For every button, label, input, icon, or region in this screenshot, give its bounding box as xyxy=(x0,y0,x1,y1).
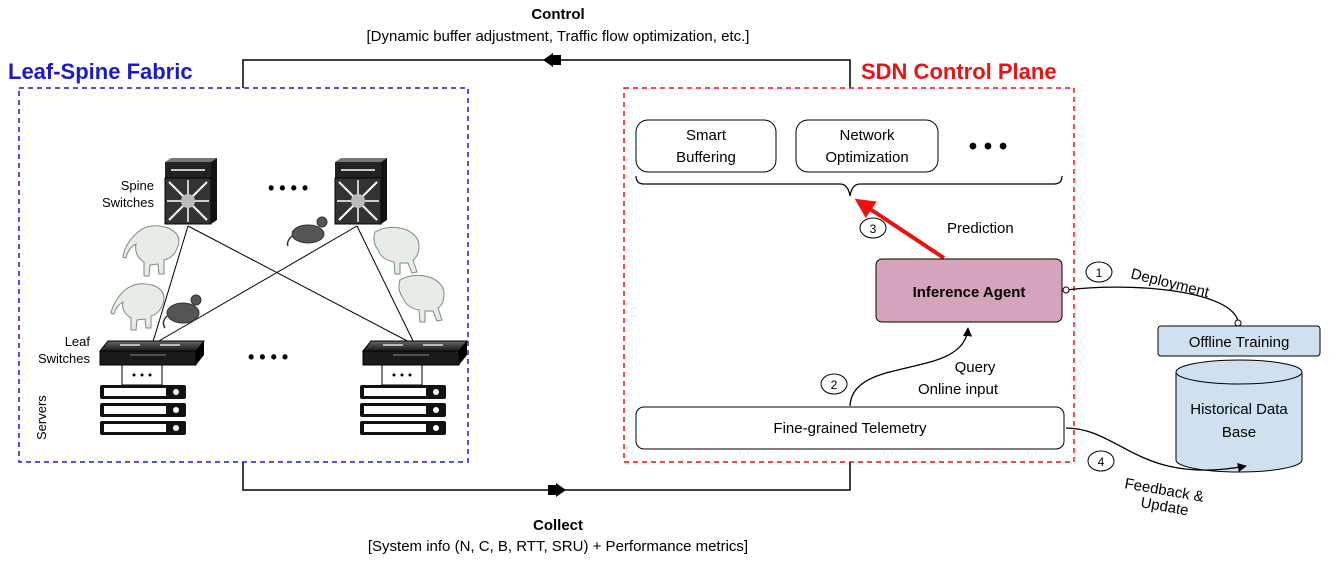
telemetry-label: Fine-grained Telemetry xyxy=(773,420,927,437)
telemetry-box xyxy=(635,406,1065,450)
collect-title: Collect xyxy=(533,517,583,534)
query-arrow xyxy=(849,327,973,407)
offline-training-box xyxy=(1157,325,1321,357)
spine-label-line2: Switches xyxy=(102,195,155,210)
deployment-connector xyxy=(1065,286,1239,322)
leaf-label-line1: Leaf xyxy=(65,334,91,349)
deployment-label: Deployment xyxy=(1129,265,1212,301)
svg-text:3: 3 xyxy=(870,222,877,236)
elephant-icon xyxy=(373,226,420,275)
app-box-network-optimization xyxy=(795,119,939,173)
app-box-smart-buffering xyxy=(635,119,777,173)
control-loop xyxy=(242,53,851,88)
deployment-endpoint-agent xyxy=(1062,286,1070,294)
historical-db-line2: Base xyxy=(1222,424,1256,441)
leaf-dots: • • • • xyxy=(248,347,288,367)
elephant-icon xyxy=(110,283,165,331)
app-network-optimization-line2: Optimization xyxy=(825,149,908,166)
elephant-icon xyxy=(398,274,445,323)
app-smart-buffering-line2: Buffering xyxy=(676,149,736,166)
spine-switch-2 xyxy=(334,158,387,225)
inference-agent-label: Inference Agent xyxy=(913,284,1026,301)
app-network-optimization-line1: Network xyxy=(839,127,895,144)
inference-agent-box xyxy=(875,258,1063,323)
server-rack-2 xyxy=(360,364,446,435)
collect-subtitle: [System info (N, C, B, RTT, SRU) + Perfo… xyxy=(368,538,748,555)
collect-loop xyxy=(242,462,851,497)
control-title: Control xyxy=(531,6,584,23)
step-3-badge: 3 xyxy=(859,217,887,239)
fabric-links xyxy=(151,225,416,346)
historical-database-icon xyxy=(1175,359,1303,473)
step-2-badge: 2 xyxy=(820,373,848,395)
leaf-spine-box xyxy=(18,87,469,463)
app-smart-buffering-line1: Smart xyxy=(686,127,727,144)
step-1-badge: 1 xyxy=(1085,261,1113,283)
historical-db-line1: Historical Data xyxy=(1190,401,1288,418)
mouse-icon xyxy=(286,216,328,247)
server-rack-1 xyxy=(100,364,186,435)
leaf-label-line2: Switches xyxy=(38,351,91,366)
query-label-line1: Query xyxy=(955,359,996,376)
apps-brace xyxy=(635,175,1063,197)
sdn-box xyxy=(623,87,1075,463)
elephant-icon xyxy=(122,225,180,277)
servers-label: Servers xyxy=(34,395,49,440)
prediction-label: Prediction xyxy=(947,220,1014,237)
feedback-arrow xyxy=(1065,427,1247,472)
sdn-title: SDN Control Plane xyxy=(861,59,1057,84)
deployment-endpoint-training xyxy=(1234,319,1242,327)
prediction-arrow xyxy=(854,198,946,260)
spine-label-line1: Spine xyxy=(121,178,154,193)
collect-arrow-head xyxy=(556,483,566,497)
svg-text:4: 4 xyxy=(1098,455,1105,469)
apps-more-dots: • • • xyxy=(969,133,1008,160)
leaf-switch-2 xyxy=(361,340,469,366)
offline-training-label: Offline Training xyxy=(1189,334,1290,351)
leaf-spine-title: Leaf-Spine Fabric xyxy=(8,59,193,84)
control-arrow-head xyxy=(543,53,553,67)
control-subtitle: [Dynamic buffer adjustment, Traffic flow… xyxy=(367,28,750,45)
mouse-icon xyxy=(162,294,202,329)
spine-dots: • • • • xyxy=(268,178,308,198)
svg-text:1: 1 xyxy=(1096,266,1103,280)
spine-switch-1 xyxy=(164,158,217,225)
svg-text:2: 2 xyxy=(831,378,838,392)
step-4-badge: 4 xyxy=(1087,450,1115,472)
query-label-line2: Online input xyxy=(918,381,999,398)
leaf-switch-1 xyxy=(98,340,206,366)
